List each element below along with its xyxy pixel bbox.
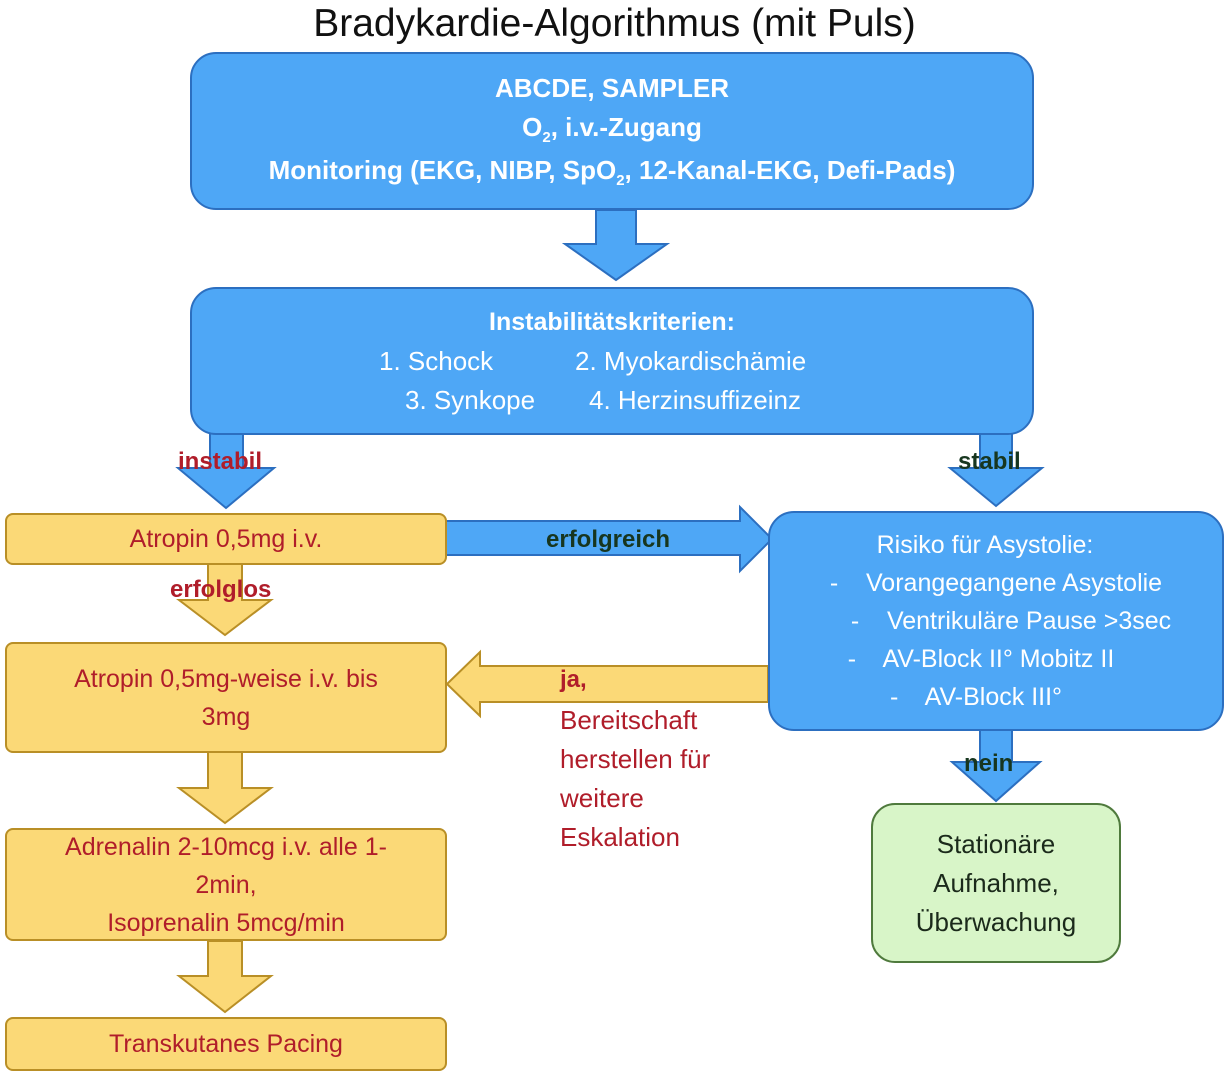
arrow-erfolglos [176, 563, 274, 637]
label-erfolgreich: erfolgreich [546, 526, 671, 553]
escalation-note-line-4: Eskalation [560, 822, 680, 852]
risk-item-3: - AV-Block II° Mobitz II [847, 645, 1115, 673]
arrow-erfolgreich [445, 504, 774, 574]
risk-item-1: - Vorangegangene Asystolie [829, 569, 1163, 597]
adrenalin-line-2: 2min, [195, 870, 257, 899]
adrenalin-line-3: Isoprenalin 5mcg/min [107, 908, 345, 937]
station-line-1: Stationäre [936, 828, 1056, 859]
page-title: Bradykardie-Algorithmus (mit Puls) [313, 2, 916, 45]
criterion-1: 1. Schock [379, 346, 494, 376]
arrow-adrenalin-to-pacing [176, 940, 274, 1014]
criterion-3: 3. Synkope [405, 385, 536, 415]
criterion-4: 4. Herzinsuffizeinz [589, 385, 801, 415]
arrow-nein [949, 729, 1043, 803]
risk-item-4: - AV-Block III° [889, 683, 1063, 711]
instability-criteria-box: Instabilitätskriterien: 1. Schock 2. Myo… [190, 287, 1034, 435]
arrow-instabil [175, 432, 277, 510]
pacing-text: Transkutanes Pacing [109, 1029, 343, 1058]
label-nein: nein [964, 750, 1014, 777]
risk-heading: Risiko für Asystolie: [876, 531, 1094, 559]
escalation-note-line-2: herstellen für [560, 744, 711, 774]
initial-assessment-box: ABCDE, SAMPLER O2, i.v.-Zugang Monitorin… [190, 52, 1034, 210]
initial-line-2: O2, i.v.-Zugang [522, 111, 702, 146]
atropin-initial-box: Atropin 0,5mg i.v. [5, 513, 447, 565]
escalation-note-line-1: Bereitschaft [560, 705, 698, 735]
arrow-stabil [947, 432, 1045, 508]
label-ja: ja, [560, 666, 587, 693]
escalation-note: Bereitschaft herstellen für weitere Eska… [560, 701, 710, 857]
stationary-admission-box: Stationäre Aufnahme, Überwachung [871, 803, 1121, 963]
risk-item-2: - Ventrikuläre Pause >3sec [850, 607, 1172, 635]
arrow-ja [445, 649, 769, 719]
arrow-atropin2-to-adrenalin [176, 751, 274, 825]
instability-heading: Instabilitätskriterien: [489, 308, 735, 336]
asystole-risk-box: Risiko für Asystolie: - Vorangegangene A… [768, 511, 1224, 731]
criteria-row-1: 1. Schock 2. Myokardischämie [379, 342, 845, 381]
label-instabil: instabil [178, 448, 263, 475]
adrenalin-box: Adrenalin 2-10mcg i.v. alle 1- 2min, Iso… [5, 828, 447, 941]
pacing-box: Transkutanes Pacing [5, 1017, 447, 1071]
atropin-initial-text: Atropin 0,5mg i.v. [129, 524, 323, 553]
initial-line-1: ABCDE, SAMPLER [494, 72, 729, 103]
atropin-repeat-line-1: Atropin 0,5mg-weise i.v. bis [74, 664, 378, 693]
station-line-2: Aufnahme, [933, 867, 1059, 898]
atropin-repeat-box: Atropin 0,5mg-weise i.v. bis 3mg [5, 642, 447, 753]
label-stabil: stabil [958, 448, 1021, 475]
adrenalin-line-1: Adrenalin 2-10mcg i.v. alle 1- [65, 832, 387, 861]
station-line-3: Überwachung [915, 906, 1077, 937]
label-erfolglos: erfolglos [170, 576, 272, 603]
atropin-repeat-line-2: 3mg [201, 702, 251, 731]
arrow-initial-to-instability [561, 209, 671, 282]
criteria-row-2: 3. Synkope 4. Herzinsuffizeinz [379, 381, 845, 420]
escalation-note-line-3: weitere [560, 783, 644, 813]
criterion-2: 2. Myokardischämie [575, 346, 807, 376]
initial-line-3: Monitoring (EKG, NIBP, SpO2, 12-Kanal-EK… [268, 154, 956, 189]
